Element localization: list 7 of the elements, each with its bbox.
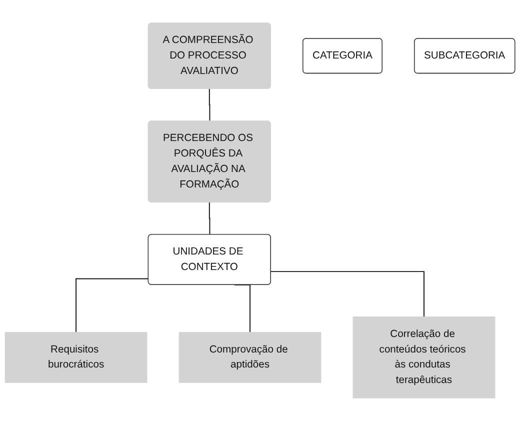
connector — [76, 278, 149, 333]
connector — [208, 202, 210, 236]
connector — [208, 88, 210, 122]
node-box: Correlação de conteúdos teóricos às condutas terapêuticas — [352, 316, 496, 398]
node-box: Requisitos burocráticos — [4, 332, 148, 383]
node-box: Comprovação de aptidões — [178, 332, 322, 383]
connector — [270, 271, 424, 318]
